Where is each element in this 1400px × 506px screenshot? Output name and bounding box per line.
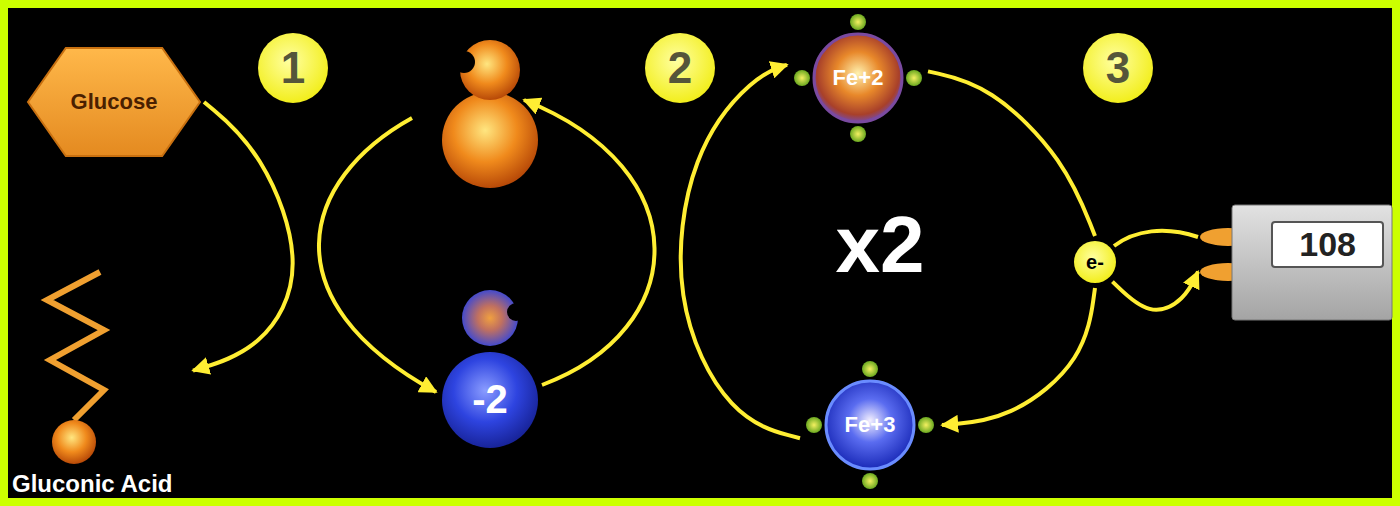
step-circle [1083,33,1153,103]
meter-body [1232,205,1392,320]
ligand-dot [918,417,934,433]
electron-text: e- [1086,251,1104,274]
step-number-text: 2 [668,43,692,94]
enzyme-oxidized [442,40,538,188]
ligand-dot [862,473,878,489]
gluconic-acid-text: Gluconic Acid [12,470,172,498]
carbon-chain [47,272,104,420]
text-holder: Fe+3 [804,359,936,491]
circuit-wire [1114,231,1198,246]
enzyme-reduced: -2 [440,290,540,450]
reaction-arrow [193,102,293,371]
glucose-hexagon-text: Glucose [71,89,158,114]
reaction-arrow [928,71,1095,236]
iron-ion: Fe+3 [804,359,936,491]
ion-sphere [826,381,914,469]
ion-sphere [814,34,902,122]
reaction-arc [524,100,655,385]
reaction-arrow [681,65,800,438]
ligand-dot [806,417,822,433]
step-circle [645,33,715,103]
multiplier-label: x2 [836,205,925,285]
hexagon [28,48,200,156]
text-holder: Fe+2 [792,12,924,144]
step-number-text: 1 [281,43,305,94]
gluconic-acid: Gluconic Acid [12,262,187,498]
ligand-dot [850,14,866,30]
text-holder: Gluconic Acid [12,262,187,498]
glucose-hexagon: Glucose [28,48,200,156]
step-number: 1 [257,32,329,104]
glucose-meter: 108 [1232,205,1392,320]
enzyme-reduced-shape [440,290,540,450]
reaction-arc [319,118,436,392]
text-holder: 3 [1082,32,1154,104]
iron-ion: Fe+2 [792,12,924,144]
active-site [507,303,525,321]
text-holder: Glucose [28,48,200,156]
ligand-dot [850,126,866,142]
step-number: 2 [644,32,716,104]
reaction-arrow [1112,272,1198,310]
ligand-dot [906,70,922,86]
reaction-arrow [942,288,1095,425]
ligand-dot [794,70,810,86]
background [8,8,1392,498]
enzyme-body [442,352,538,448]
iron-ion-text: Fe+2 [833,65,884,90]
step-number-text: 3 [1106,43,1130,94]
gluconic-acid-shape [12,262,187,498]
text-holder: -2 [440,290,540,450]
electron: e- [1073,240,1117,284]
enzyme-reduced-text: -2 [472,376,508,422]
electron-circle [1074,241,1116,283]
text-holder: 108 [1232,205,1392,320]
iron-ion-text: Fe+3 [845,412,896,437]
acid-group [52,420,96,464]
step-circle [258,33,328,103]
step-number: 3 [1082,32,1154,104]
text-holder: e- [1073,240,1117,284]
ligand-dot [862,361,878,377]
text-holder: 1 [257,32,329,104]
glucose-meter-text: 108 [1271,221,1384,268]
text-holder: 2 [644,32,716,104]
